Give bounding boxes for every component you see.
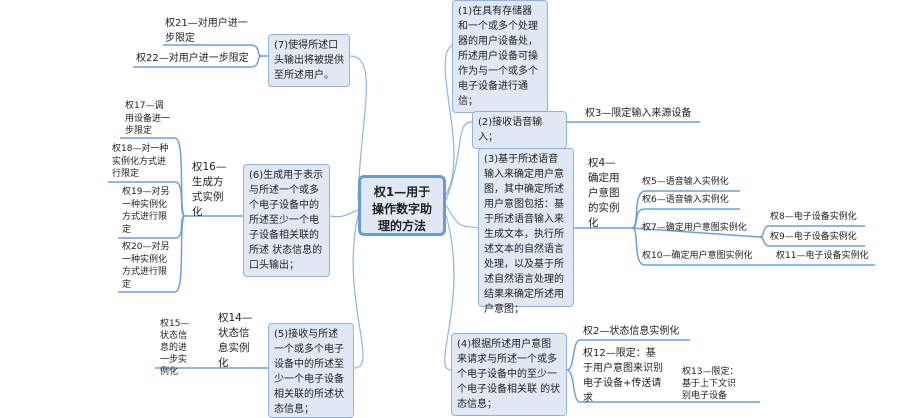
- step-5-node[interactable]: (5)接收与所述一个或多个电子设备中的所述至少一个电子设备相关联的所述状态信息；: [268, 323, 354, 418]
- connector: [631, 227, 762, 266]
- connector: [444, 214, 455, 371]
- connector: [445, 204, 479, 229]
- connector: [445, 121, 473, 201]
- claim-9[interactable]: 权9—电子设备实例化: [770, 232, 857, 242]
- claim-7[interactable]: 权7—确定用户意图实例化: [642, 223, 747, 233]
- connector: [329, 209, 359, 218]
- connector: [566, 369, 675, 403]
- step-7-node[interactable]: (7)使得所述口头输出将被提供至所述用户。: [268, 34, 350, 87]
- step-3-node[interactable]: (3)基于所述语音输入来确定用户意图，其中确定所述用户意图包括：基于所述语音输入…: [478, 148, 574, 315]
- claim-5[interactable]: 权5—语音输入实例化: [642, 177, 729, 187]
- connector: [133, 55, 263, 68]
- claim-14[interactable]: 权14—状态信息实例化: [218, 312, 253, 369]
- claim-8[interactable]: 权8—电子设备实例化: [770, 212, 857, 222]
- connector: [349, 55, 367, 201]
- claim-20[interactable]: 权20—对另一种实例化方式进行限定: [122, 242, 170, 290]
- claim-3[interactable]: 权3—限定输入来源设备: [585, 108, 692, 119]
- claim-2[interactable]: 权2—状态信息实例化: [583, 326, 680, 337]
- claim-16[interactable]: 权16—生成方式实例化: [192, 161, 227, 218]
- step-6-node[interactable]: (6)生成用于表示与所述一个或多个电子设备中的所述至少一个电子设备相关联的所述 …: [243, 164, 330, 277]
- claim-6[interactable]: 权6—语音输入实例化: [642, 195, 729, 205]
- connector: [444, 44, 455, 196]
- connector: [352, 214, 364, 369]
- connector: [566, 339, 690, 371]
- claim-22[interactable]: 权22—对用户进一步限定: [136, 53, 249, 64]
- connector: [631, 227, 761, 238]
- connector: [118, 215, 186, 293]
- claim-4[interactable]: 权4—确定用户意图的实例化: [588, 157, 620, 229]
- claim-13[interactable]: 权13—限定：基于上下文识别电子设备: [682, 367, 739, 401]
- central-node[interactable]: 权1—用于操作数字助理的方法: [358, 175, 446, 236]
- connector: [759, 236, 865, 247]
- step-1-node[interactable]: (1)在具有存储器和一个或多个处理器的用户设备处，所述用户设备可操作为与一个或多…: [452, 0, 548, 113]
- step-4-node[interactable]: (4)根据所述用户意图来请求与所述一个或多个电子设备中的至少一个电子设备相关联 …: [451, 333, 567, 416]
- claim-17[interactable]: 权17—调用设备进一步限定: [125, 101, 171, 136]
- connector: [108, 181, 186, 217]
- claim-12[interactable]: 权12—限定：基于用户意图来识别电子设备+传送请求: [583, 348, 663, 404]
- claim-10[interactable]: 权10—确定用户意图实例化: [642, 251, 753, 261]
- connector: [631, 208, 740, 229]
- step-2-node[interactable]: (2)接收语音输入；: [472, 111, 567, 149]
- claim-15[interactable]: 权15—状态信息的进一步实例化: [160, 319, 190, 377]
- claim-21[interactable]: 权21—对用户进一步限定: [165, 18, 248, 44]
- claim-19[interactable]: 权19—对另一种实例化方式进行限定: [122, 187, 170, 235]
- claim-18[interactable]: 权18—对一种实例化方式进行限定: [112, 144, 169, 179]
- claim-11[interactable]: 权11—电子设备实例化: [776, 251, 869, 261]
